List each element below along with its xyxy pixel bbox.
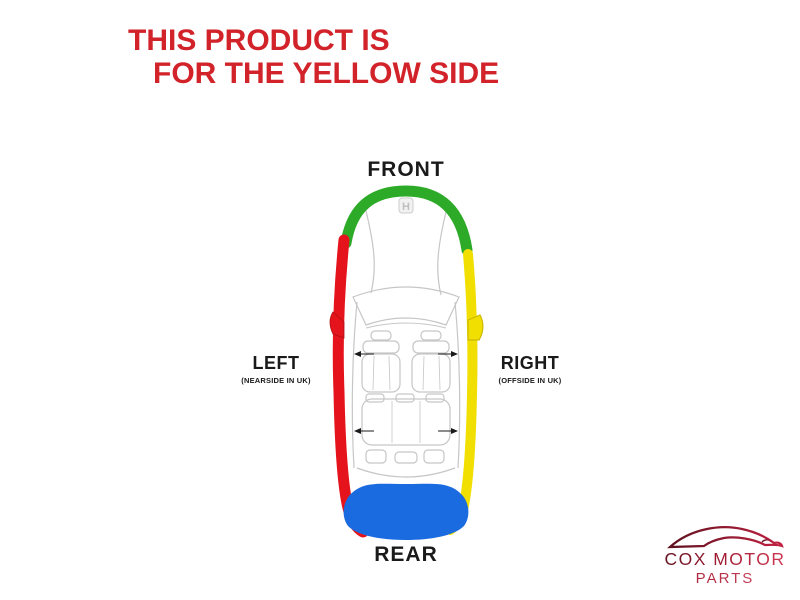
- cox-motor-parts-logo: COX MOTOR PARTS: [658, 523, 792, 587]
- front-badge-icon: [398, 197, 414, 214]
- rear-label: REAR: [374, 543, 438, 566]
- front-badge-letter: H: [402, 201, 410, 213]
- banner-line-2: FOR THE YELLOW SIDE: [153, 57, 500, 90]
- right-sublabel: (OFFSIDE IN UK): [498, 376, 562, 385]
- front-band-green: [340, 185, 473, 256]
- rear-band-blue: [343, 483, 469, 540]
- right-label: RIGHT: [500, 353, 560, 373]
- left-label-group: LEFT (NEARSIDE IN UK): [231, 353, 321, 385]
- left-mirror-red: [329, 311, 345, 339]
- right-mirror-yellow: [467, 314, 484, 341]
- right-label-group: RIGHT (OFFSIDE IN UK): [485, 353, 575, 385]
- rear-window-line: [356, 467, 456, 478]
- car-top-view-diagram: H: [329, 185, 484, 540]
- left-sublabel: (NEARSIDE IN UK): [241, 376, 311, 385]
- left-label: LEFT: [252, 353, 300, 373]
- side-arrowheads: [354, 351, 458, 434]
- banner-line-1: THIS PRODUCT IS: [128, 24, 390, 57]
- cabin-line-left: [351, 301, 358, 469]
- front-seat-right: [411, 330, 451, 393]
- logo-text-line2: PARTS: [658, 570, 792, 587]
- cabin-line-right: [454, 301, 461, 469]
- windshield-outline: [352, 286, 460, 326]
- product-side-banner: THIS PRODUCT IS FOR THE YELLOW SIDE: [128, 24, 499, 90]
- front-label: FRONT: [367, 158, 445, 181]
- logo-car-swoosh-icon: [667, 526, 784, 549]
- logo-text-line1: COX MOTOR: [658, 549, 792, 570]
- hood-line-right: [437, 199, 450, 296]
- front-seat-left: [361, 330, 401, 393]
- hood-line-left: [362, 198, 375, 294]
- dashboard-line: [365, 322, 447, 329]
- side-arrows: [360, 353, 452, 432]
- rear-bench-seat: [361, 393, 451, 464]
